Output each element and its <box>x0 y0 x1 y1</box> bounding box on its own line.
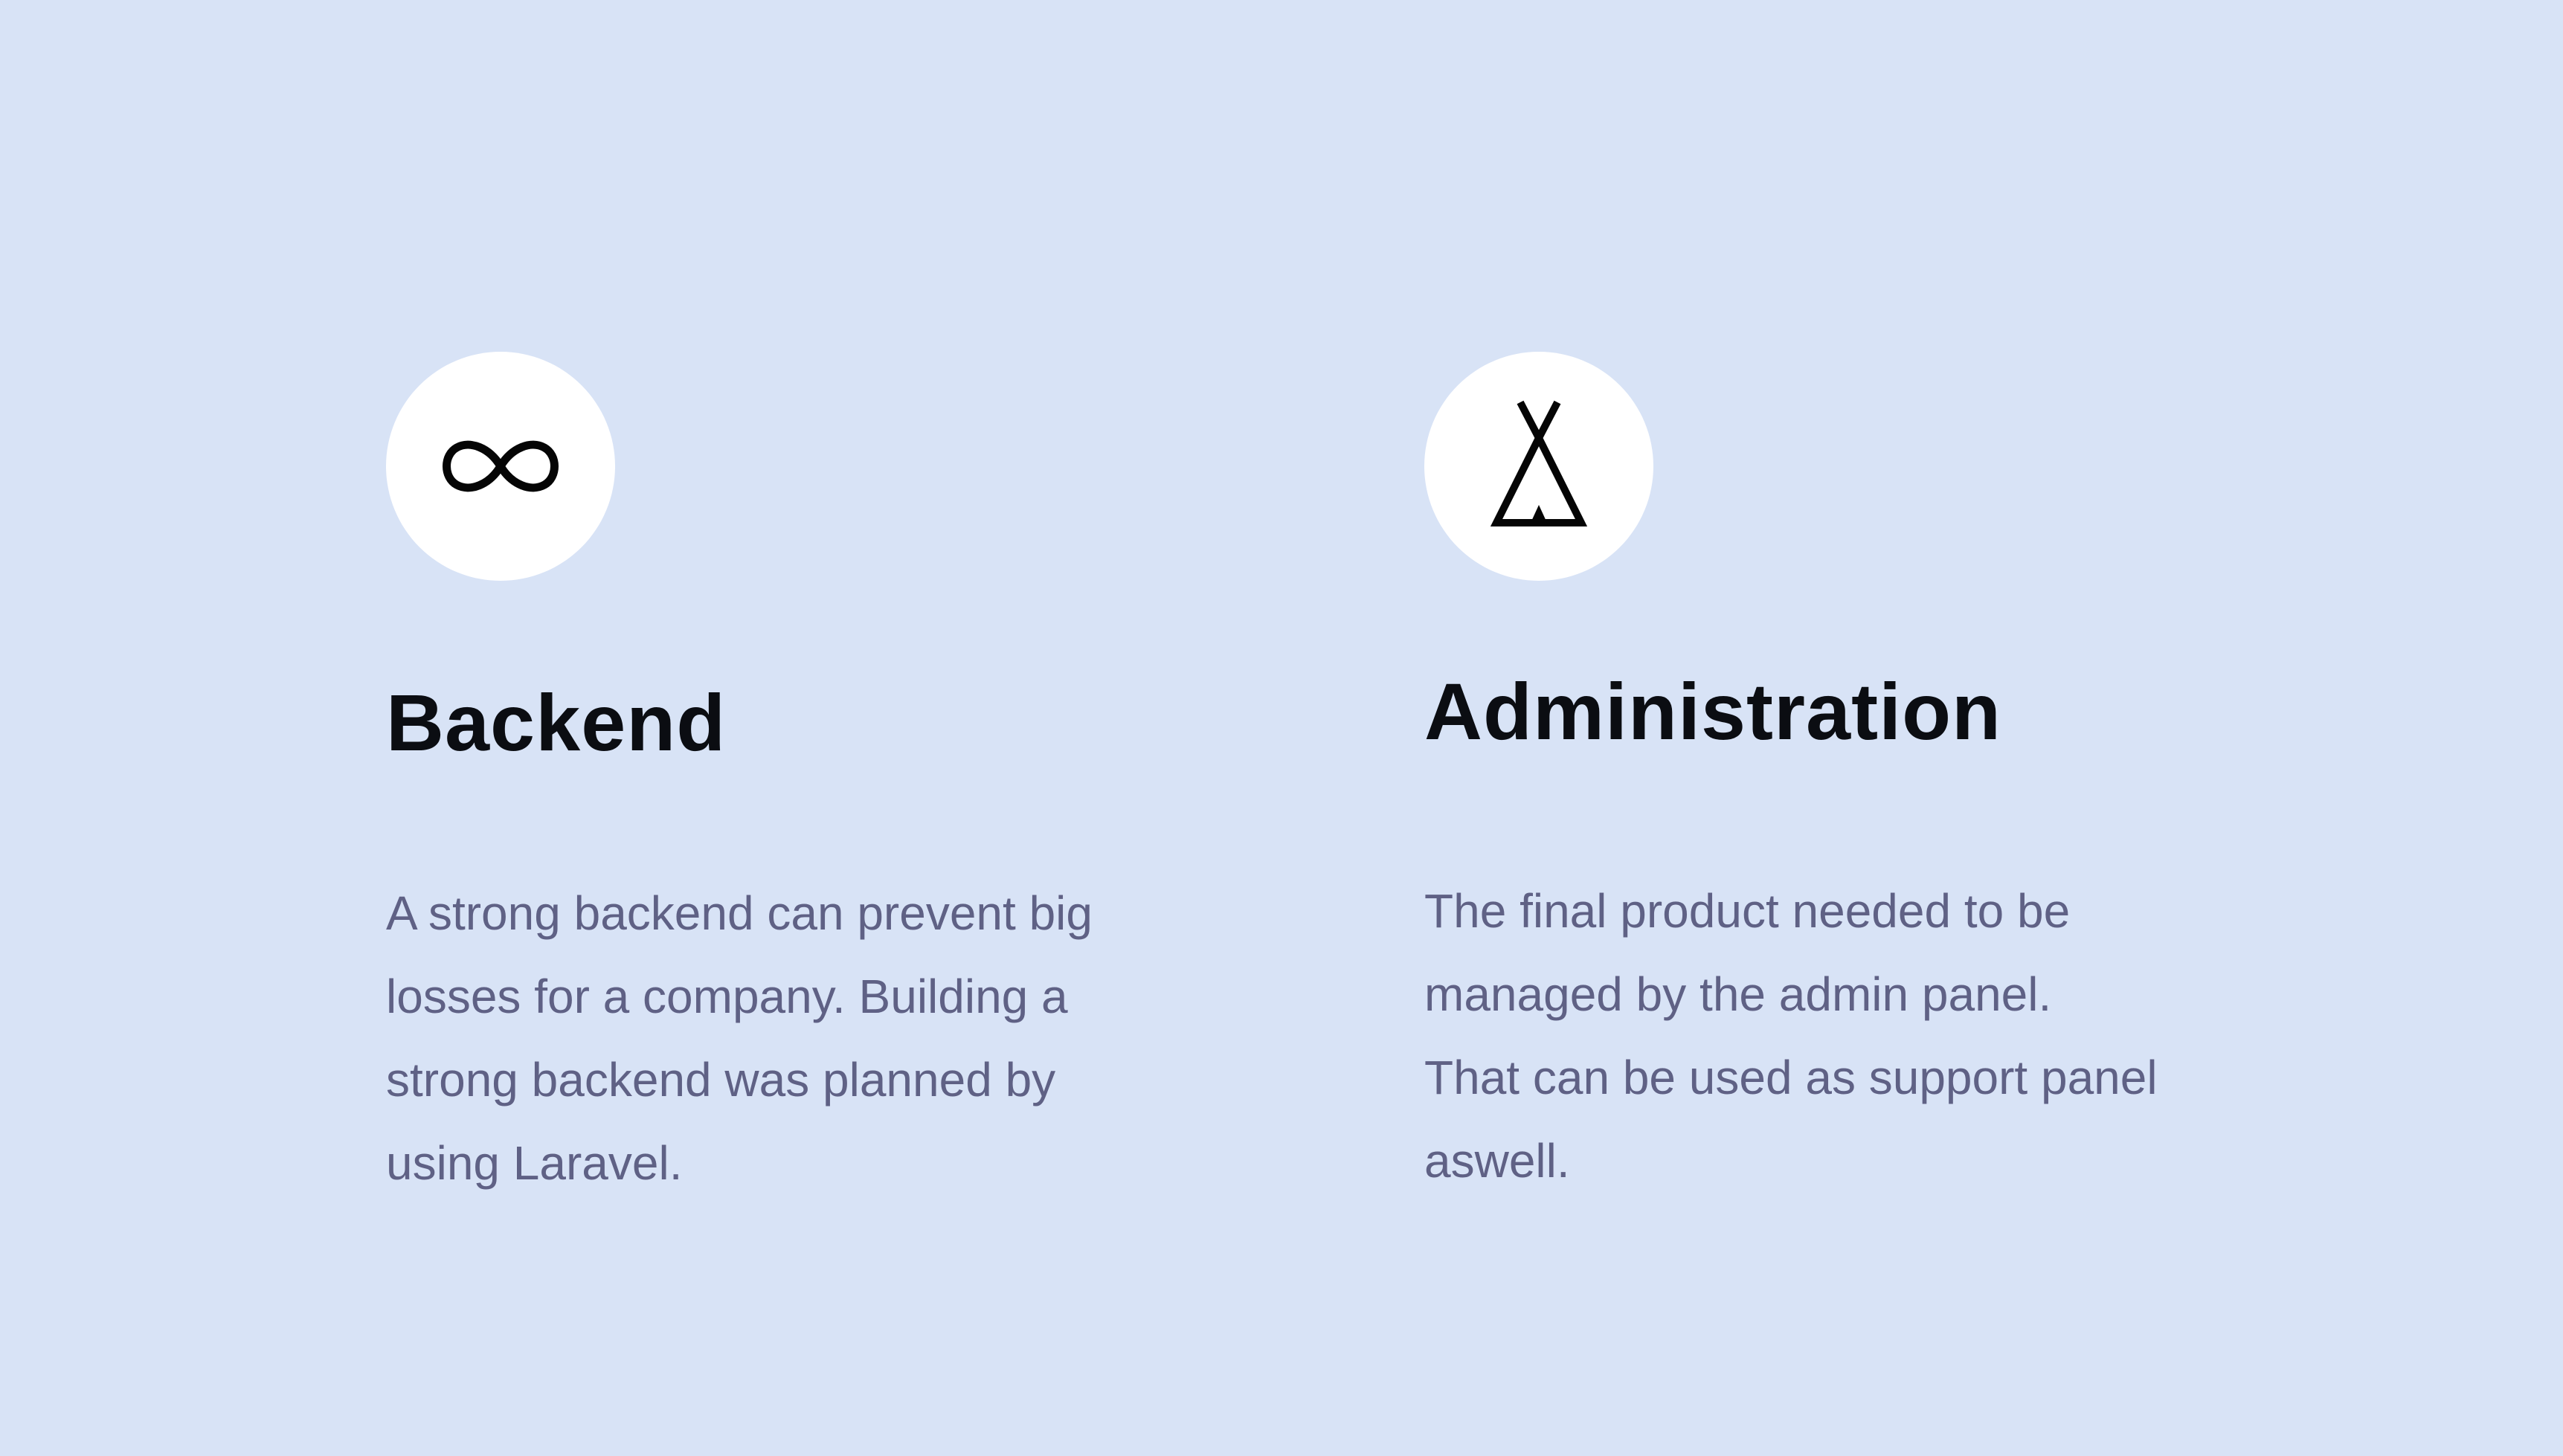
backend-description-line: A strong backend can prevent big <box>386 886 1093 940</box>
backend-description-line: strong backend was planned by <box>386 1053 1056 1107</box>
tent-icon <box>1490 400 1588 526</box>
administration-icon-circle <box>1424 352 1653 581</box>
backend-description: A strong backend can prevent big losses … <box>386 872 1226 1205</box>
administration-description-line: managed by the admin panel. <box>1424 967 2052 1021</box>
administration-description: The final product needed to be managed b… <box>1424 869 2265 1202</box>
backend-icon-circle <box>386 352 615 581</box>
administration-title: Administration <box>1424 666 2002 756</box>
backend-title: Backend <box>386 677 727 767</box>
feature-card-administration: Administration The final product needed … <box>1424 0 2265 1456</box>
administration-description-line: aswell. <box>1424 1134 1570 1188</box>
backend-description-line: using Laravel. <box>386 1136 683 1190</box>
backend-description-line: losses for a company. Building a <box>386 970 1068 1023</box>
infinity-icon <box>443 440 559 492</box>
administration-description-line: The final product needed to be <box>1424 884 2071 938</box>
administration-description-line: That can be used as support panel <box>1424 1051 2158 1104</box>
feature-card-backend: Backend A strong backend can prevent big… <box>386 0 1226 1456</box>
